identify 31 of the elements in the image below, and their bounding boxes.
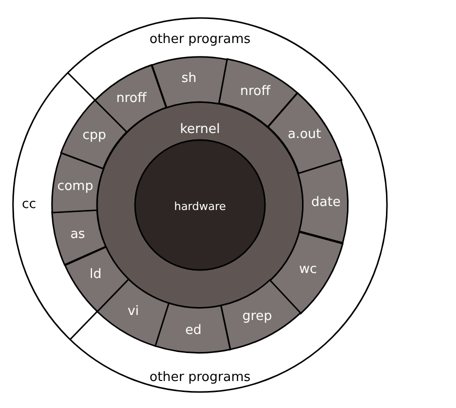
ring-segment: [155, 303, 231, 353]
layer-label: vi: [128, 304, 139, 319]
layer-label: cpp: [82, 129, 106, 144]
ring-segment: [95, 65, 166, 132]
layer-label: other programs: [149, 370, 251, 386]
layer-label: ed: [185, 324, 202, 338]
ring-layer: [135, 140, 265, 270]
ring-segment: [270, 232, 343, 314]
layer-label: hardware: [174, 200, 226, 214]
layer-label: other programs: [149, 32, 251, 48]
layer-label: a.out: [288, 127, 322, 142]
layer-label: wc: [299, 262, 317, 278]
layer-label: sh: [182, 72, 196, 87]
ring-segment: [64, 246, 128, 312]
layer-label: ld: [90, 268, 102, 283]
layer-label: date: [311, 196, 341, 210]
layer-label: cc: [22, 198, 36, 212]
ring-segment: [221, 280, 301, 350]
layer-label: as: [70, 228, 86, 243]
ring-segment: [97, 279, 170, 346]
layer-label: kernel: [180, 122, 220, 138]
layer-label: grep: [242, 310, 272, 324]
ring-layer: [13, 18, 387, 392]
ring-segment: [152, 57, 227, 108]
ring-segment: [298, 160, 348, 244]
layer-label: comp: [57, 180, 94, 195]
layer-label: nroff: [116, 92, 146, 106]
layer-label: nroff: [240, 84, 270, 99]
ring-segment: [52, 210, 106, 266]
ring-segment: [52, 153, 104, 213]
ring-segment: [218, 59, 298, 128]
